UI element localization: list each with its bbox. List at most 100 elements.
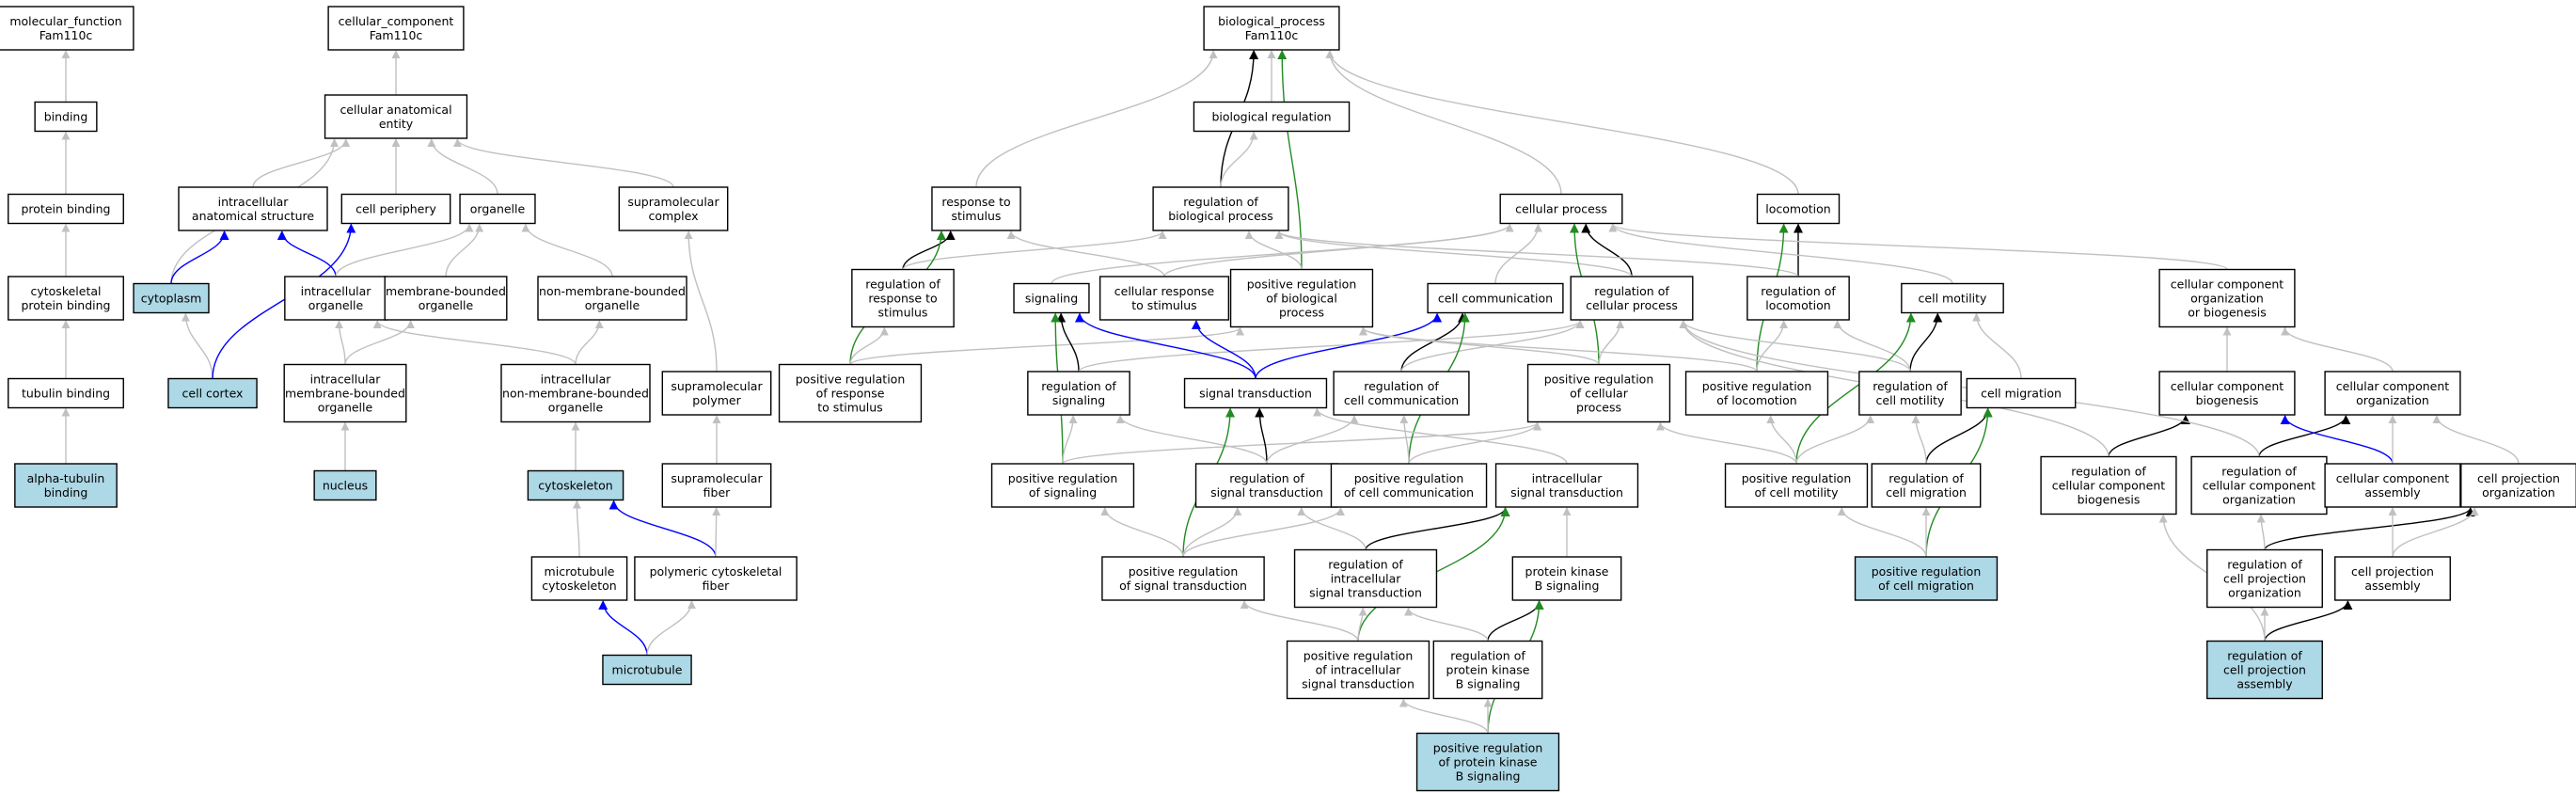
go-term-node-cellular-process[interactable]: cellular process — [1499, 193, 1623, 225]
go-term-node-cell-migration[interactable]: cell migration — [1966, 377, 2077, 409]
node-label-line: signal transduction — [1210, 485, 1323, 500]
node-box — [990, 463, 1135, 508]
edge-is-a — [1404, 607, 1489, 642]
node-label-line: cytoskeleton — [538, 479, 612, 493]
node-box — [178, 186, 328, 231]
edge-is-a — [849, 326, 889, 365]
go-term-node-biological-regulation[interactable]: biological regulation — [1193, 101, 1351, 133]
go-term-node-tubulin-binding[interactable]: tubulin binding — [8, 377, 124, 409]
go-term-node-organelle[interactable]: organelle — [459, 193, 536, 225]
edge-positively-regulates — [1277, 50, 1303, 270]
node-label-line: regulation of — [1889, 471, 1964, 485]
go-term-node-cell-motility[interactable]: cell motility — [1901, 282, 2004, 314]
go-term-node-cell-communication[interactable]: cell communication — [1427, 282, 1564, 314]
node-box — [530, 556, 628, 601]
edge-is-a — [2256, 514, 2266, 550]
edge-is-a — [1359, 326, 1600, 366]
node-label-line: organization — [2228, 586, 2301, 600]
go-term-node-binding[interactable]: binding — [34, 101, 98, 133]
go-term-node-nucleus[interactable]: nucleus — [313, 469, 377, 501]
go-term-node-signaling[interactable]: signaling — [1013, 282, 1090, 314]
edge-is-a — [335, 223, 474, 278]
node-label-line: cell motility — [1876, 393, 1946, 407]
node-label-line: to stimulus — [1131, 298, 1196, 312]
go-term-node-locomotion[interactable]: locomotion — [1756, 193, 1841, 225]
node-box — [1013, 282, 1090, 314]
node-box — [1183, 377, 1328, 409]
go-term-node-protein-binding[interactable]: protein binding — [8, 193, 124, 225]
go-term-node-cytoplasm[interactable]: cytoplasm — [133, 282, 210, 314]
go-term-node-cell-periphery[interactable]: cell periphery — [340, 193, 451, 225]
edge-regulates — [1056, 312, 1080, 373]
node-label-line: regulation of — [1328, 558, 1403, 572]
node-box — [1101, 556, 1265, 601]
edge-is-a — [975, 50, 1218, 188]
edge-is-a — [1679, 320, 1911, 373]
go-term-node-intracellular-non-membrane-bounded-organelle[interactable]: intracellularnon-membrane-boundedorganel… — [500, 363, 651, 423]
edge-is-a — [1399, 698, 1489, 734]
go-term-node-signal-transduction[interactable]: signal transduction — [1183, 377, 1328, 409]
node-label-line: signal transduction — [1510, 485, 1623, 500]
edge-is-a — [1911, 415, 1927, 465]
node-label-line: B signaling — [1456, 769, 1521, 784]
edge-is-a — [1399, 415, 1410, 465]
go-term-node-cell-cortex[interactable]: cell cortex — [167, 377, 258, 409]
edge-regulates — [902, 230, 956, 270]
go-term-node-microtubule[interactable]: microtubule — [602, 654, 692, 686]
go-term-node-cytoskeleton[interactable]: cytoskeleton — [527, 469, 624, 501]
node-label-line: intracellular — [218, 195, 290, 209]
